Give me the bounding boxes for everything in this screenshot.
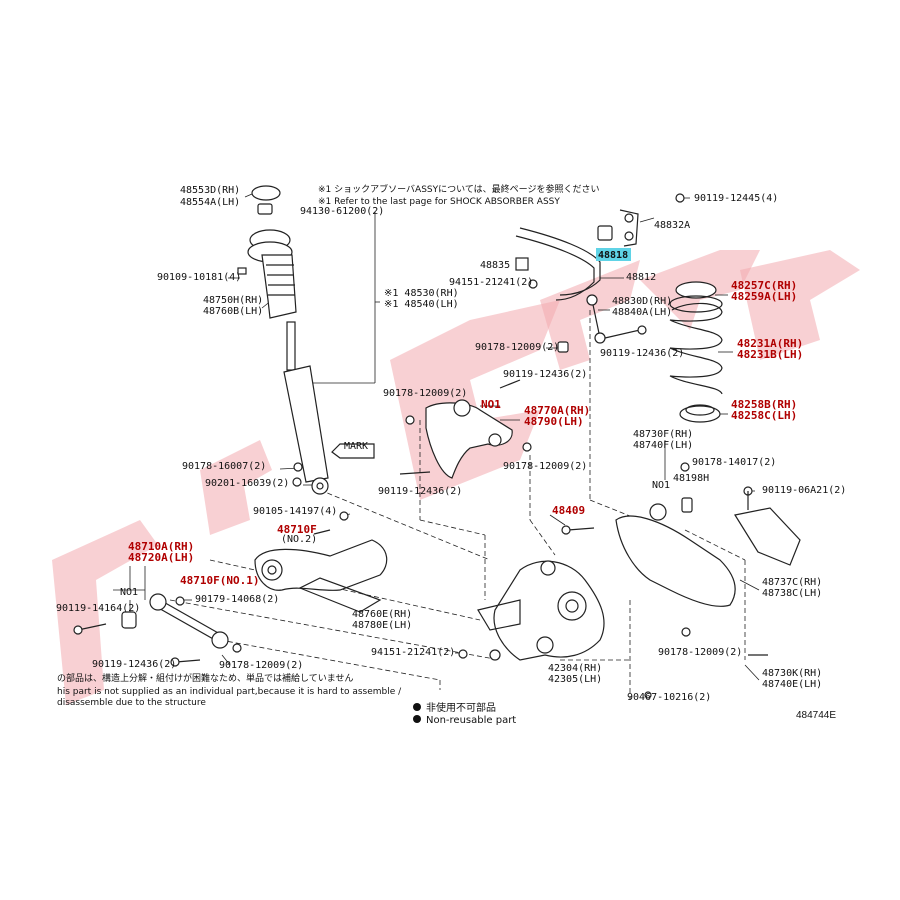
part-label-48835: 48835 [480, 260, 510, 271]
lower-arm [73, 511, 388, 667]
part-label-94130: 94130-61200(2) [300, 206, 384, 217]
part-label-90178-16007: 90178-16007(2) [182, 461, 266, 472]
part-label-no1-a: NO1 [481, 398, 501, 411]
non-reusable-marker-icon [413, 715, 421, 723]
note-jp: ※1 ショックアブソーバASSYについては、最終ページを参照ください [318, 183, 600, 195]
part-label-48710a: 48710A(RH) [128, 540, 194, 553]
part-label-90178-12009-b: 90178-12009(2) [383, 388, 467, 399]
part-label-90119-12436-d: 90119-12436(2) [92, 659, 176, 670]
part-label-no1-c: NO1 [120, 587, 138, 598]
part-label-90178-12009-a: 90178-12009(2) [475, 342, 559, 353]
part-label-48730f: 48730F(RH) [633, 429, 693, 440]
figure-code: 484744E [796, 710, 836, 721]
part-label-48530h: ※1 48530(RH) [384, 288, 459, 299]
part-label-48198h: 48198H [673, 473, 709, 484]
part-label-90119-12436-c: 90119-12436(2) [378, 486, 462, 497]
part-label-48738c: 48738C(LH) [762, 588, 822, 599]
part-label-48720a: 48720A(LH) [128, 551, 194, 564]
part-label-90179-14068: 90179-14068(2) [195, 594, 279, 605]
part-label-48832a: 48832A [654, 220, 690, 231]
part-label-48710f: 48710F [277, 523, 317, 536]
legend-non-reusable: Non-reusable part [426, 715, 516, 726]
legend-non-supplied: 非使用不可部品 [426, 701, 496, 714]
part-label-48750h: 48750H(RH) [203, 295, 263, 306]
part-label-48259a: 48259A(LH) [731, 290, 797, 303]
part-label-90467: 90467-10216(2) [627, 692, 711, 703]
part-label-90119-12436-a: 90119-12436(2) [600, 348, 684, 359]
coil-spring [669, 281, 723, 423]
part-label-mark: MARK [344, 441, 368, 452]
part-label-90105-14197: 90105-14197(4) [253, 506, 337, 517]
part-label-48258b: 48258B(RH) [731, 398, 797, 411]
upper-arm [399, 379, 532, 479]
part-label-48409: 48409 [552, 504, 585, 517]
part-label-48231a: 48231A(RH) [737, 337, 803, 350]
part-label-90178-14017: 90178-14017(2) [692, 457, 776, 468]
part-label-48770a: 48770A(RH) [524, 404, 590, 417]
part-label-no1-b: NO1 [652, 480, 670, 491]
watermark-logo [52, 250, 860, 705]
part-label-90119-06a21: 90119-06A21(2) [762, 485, 846, 496]
footnote-en-1: his part is not supplied as an individua… [57, 687, 402, 697]
shock-absorber [237, 185, 375, 495]
part-label-48730k: 48730K(RH) [762, 668, 822, 679]
part-label-94151-21241-b: 94151-21241(2) [371, 647, 455, 658]
part-label-90201-16039: 90201-16039(2) [205, 478, 289, 489]
part-label-48830d: 48830D(RH) [612, 296, 672, 307]
highlight-box-48818 [596, 248, 631, 261]
footnote-en-2: disassemble due to the structure [57, 698, 206, 708]
stabilizer-bar [515, 193, 685, 353]
non-supplied-marker-icon [413, 703, 421, 711]
part-label-48818: 48818 [598, 250, 628, 261]
part-label-48737c: 48737C(RH) [762, 577, 822, 588]
part-label-48258c: 48258C(LH) [731, 409, 797, 422]
part-label-no2: (NO.2) [281, 534, 317, 545]
part-label-48812: 48812 [626, 272, 656, 283]
part-label-48257c: 48257C(RH) [731, 279, 797, 292]
part-label-48790: 48790(LH) [524, 415, 584, 428]
part-label-90109: 90109-10181(4) [157, 272, 241, 283]
part-label-90119-12445: 90119-12445(4) [694, 193, 778, 204]
knuckle [458, 525, 605, 661]
part-label-42304: 42304(RH) [548, 663, 602, 674]
part-label-42305: 42305(LH) [548, 674, 602, 685]
part-label-48540h: ※1 48540(LH) [384, 299, 459, 310]
part-label-48760b: 48760B(LH) [203, 306, 263, 317]
footnote-jp: の部品は、構造上分解・組付けが困難なため、単品では補給していません [57, 672, 353, 684]
part-label-48710f-no1: 48710F(NO.1) [180, 574, 259, 587]
part-label-90178-12009-e: 90178-12009(2) [658, 647, 742, 658]
part-labels: 48553D(RH)48554A(LH) 94130-61200(2) 90109-… [56, 185, 846, 703]
part-label-48740e: 48740E(LH) [762, 679, 822, 690]
part-label-48740f: 48740F(LH) [633, 440, 693, 451]
part-label-90178-12009-c: 90178-12009(2) [503, 461, 587, 472]
part-label-48553d: 48553D(RH) [180, 185, 240, 196]
part-label-90119-14164: 90119-14164(2) [56, 603, 140, 614]
part-label-90178-12009-d: 90178-12009(2) [219, 660, 303, 671]
trailing-arm [615, 462, 801, 699]
part-label-48760e: 48760E(RH) [352, 609, 412, 620]
part-label-48840a: 48840A(LH) [612, 307, 672, 318]
part-label-48554a: 48554A(LH) [180, 197, 240, 208]
part-label-94151-21241-a: 94151-21241(2) [449, 277, 533, 288]
part-label-90119-12436-b: 90119-12436(2) [503, 369, 587, 380]
note-en: ※1 Refer to the last page for SHOCK ABSO… [318, 197, 560, 207]
part-label-48231b: 48231B(LH) [737, 348, 803, 361]
part-label-48780e: 48780E(LH) [352, 620, 412, 631]
